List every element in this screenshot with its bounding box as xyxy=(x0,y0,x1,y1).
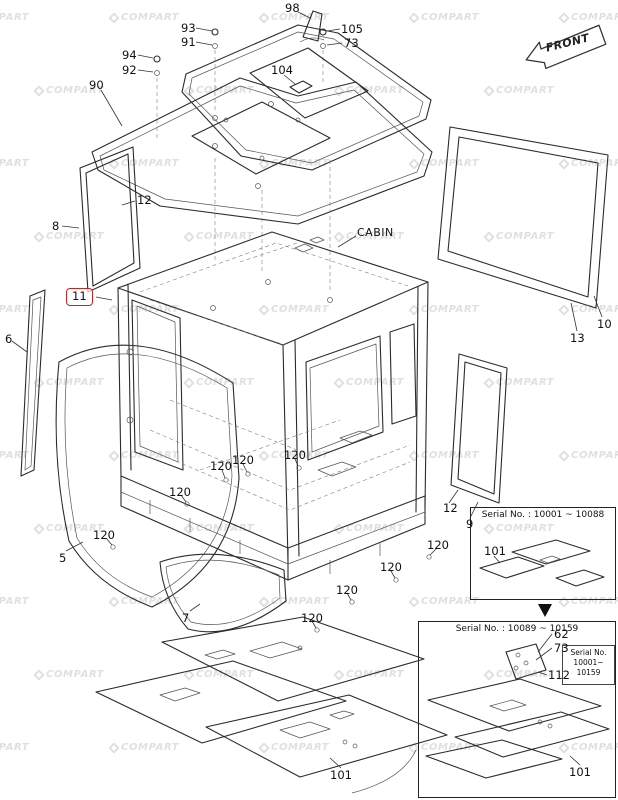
watermark: COMPART xyxy=(408,157,479,170)
part-label-120: 120 xyxy=(301,611,323,625)
part-label-104: 104 xyxy=(271,63,293,77)
part-label-120: 120 xyxy=(336,583,358,597)
watermark: COMPART xyxy=(108,157,179,170)
part-label-13: 13 xyxy=(570,331,585,345)
watermark: COMPART xyxy=(558,157,618,170)
part-label-12: 12 xyxy=(443,501,458,515)
watermark: COMPART xyxy=(558,303,618,316)
serial-note-line2: 10001~ xyxy=(573,657,604,667)
watermark: COMPART xyxy=(558,11,618,24)
watermark: COMPART xyxy=(108,595,179,608)
watermark: COMPART xyxy=(183,84,254,97)
watermark: COMPART xyxy=(0,596,30,607)
watermark: COMPART xyxy=(408,449,479,462)
watermark: COMPART xyxy=(183,522,254,535)
watermark: COMPART xyxy=(408,11,479,24)
part-label-90: 90 xyxy=(89,78,104,92)
part-label-101: 101 xyxy=(330,768,352,782)
serial-inset-box-1: Serial No. : 10001 ~ 10088 xyxy=(470,507,616,600)
part-label-120: 120 xyxy=(380,560,402,574)
serial-note-box: Serial No. 10001~ 10159 xyxy=(562,645,615,685)
down-arrow-icon xyxy=(538,604,552,617)
watermark: COMPART xyxy=(483,522,554,535)
watermark: COMPART xyxy=(558,595,618,608)
part-label-101: 101 xyxy=(484,544,506,558)
part-label-93: 93 xyxy=(181,21,196,35)
part-label-98: 98 xyxy=(285,1,300,15)
serial-inset-box-2: Serial No. : 10089 ~ 10159 xyxy=(418,621,616,798)
part-label-120: 120 xyxy=(210,459,232,473)
watermark: COMPART xyxy=(0,742,30,753)
part-label-12: 12 xyxy=(137,193,152,207)
watermark: COMPART xyxy=(408,741,479,754)
front-direction-arrow: FRONT xyxy=(518,20,613,80)
part-label-120: 120 xyxy=(232,453,254,467)
part-label-7: 7 xyxy=(182,611,190,625)
watermark: COMPART xyxy=(333,230,404,243)
watermark: COMPART xyxy=(183,230,254,243)
watermark: COMPART xyxy=(108,741,179,754)
watermark: COMPART xyxy=(33,376,104,389)
watermark: COMPART xyxy=(108,11,179,24)
watermark: COMPART xyxy=(483,84,554,97)
watermark: COMPART xyxy=(108,303,179,316)
watermark: COMPART xyxy=(183,376,254,389)
watermark: COMPART xyxy=(558,449,618,462)
serial-range-1: Serial No. : 10001 ~ 10088 xyxy=(481,510,605,520)
part-label-62: 62 xyxy=(554,627,569,641)
watermark: COMPART xyxy=(333,522,404,535)
watermark: COMPART xyxy=(258,449,329,462)
watermark: COMPART xyxy=(333,668,404,681)
part-label-120: 120 xyxy=(93,528,115,542)
part-label-112: 112 xyxy=(548,668,570,682)
watermark: COMPART xyxy=(258,157,329,170)
part-label-101: 101 xyxy=(569,765,591,779)
watermark: COMPART xyxy=(483,668,554,681)
part-label-5: 5 xyxy=(59,551,67,565)
part-label-10: 10 xyxy=(597,317,612,331)
part-label-6: 6 xyxy=(5,332,13,346)
watermark: COMPART xyxy=(0,450,30,461)
part-label-73: 73 xyxy=(344,36,359,50)
part-label-120: 120 xyxy=(427,538,449,552)
watermark: COMPART xyxy=(408,595,479,608)
part-label-94: 94 xyxy=(122,48,137,62)
part-label-9: 9 xyxy=(466,517,474,531)
watermark: COMPART xyxy=(483,376,554,389)
watermark: COMPART xyxy=(333,376,404,389)
watermark: COMPART xyxy=(258,303,329,316)
serial-range-2: Serial No. : 10089 ~ 10159 xyxy=(455,624,579,634)
cabin-title: CABIN xyxy=(357,226,394,239)
watermark: COMPART xyxy=(258,595,329,608)
watermark: COMPART xyxy=(258,11,329,24)
watermark: COMPART xyxy=(33,668,104,681)
watermark: COMPART xyxy=(558,741,618,754)
part-label-105: 105 xyxy=(341,22,363,36)
watermark: COMPART xyxy=(483,230,554,243)
selected-part-label-11[interactable]: 11 xyxy=(66,288,93,306)
watermark: COMPART xyxy=(258,741,329,754)
part-label-8: 8 xyxy=(52,219,60,233)
watermark: COMPART xyxy=(108,449,179,462)
part-label-120: 120 xyxy=(284,448,306,462)
watermark: COMPART xyxy=(0,158,30,169)
watermark: COMPART xyxy=(0,304,30,315)
watermark: COMPART xyxy=(33,84,104,97)
serial-note-line3: 10159 xyxy=(576,667,601,677)
part-label-73: 73 xyxy=(554,641,569,655)
serial-note-line1: Serial No. xyxy=(570,648,607,657)
part-label-92: 92 xyxy=(122,63,137,77)
watermark: COMPART xyxy=(333,84,404,97)
part-label-91: 91 xyxy=(181,35,196,49)
front-arrow-icon xyxy=(525,24,607,70)
watermark: COMPART xyxy=(408,303,479,316)
watermark: COMPART xyxy=(33,230,104,243)
watermark: COMPART xyxy=(0,12,30,23)
part-label-120: 120 xyxy=(169,485,191,499)
